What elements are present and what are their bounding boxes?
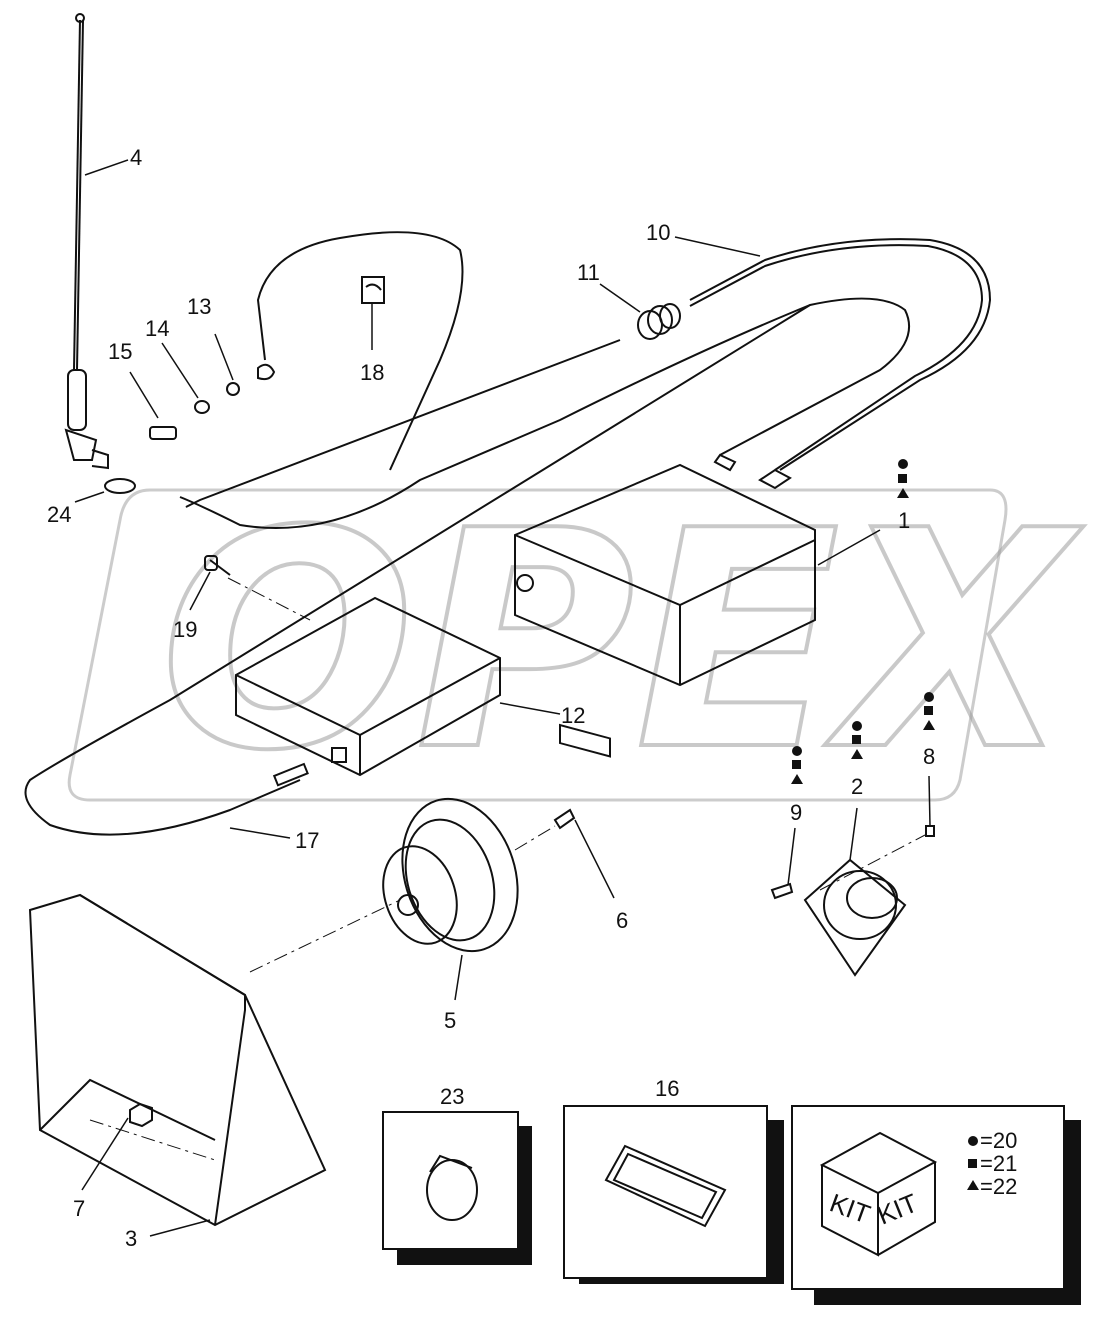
callout-9: 9: [790, 800, 802, 825]
callout-18: 18: [360, 360, 384, 385]
callout-1: 1: [898, 508, 910, 533]
legend-item-21: =21: [980, 1151, 1017, 1176]
speaker-2: [803, 858, 907, 977]
nut-7: [129, 1102, 153, 1128]
legend-item-22: =22: [980, 1174, 1017, 1199]
callout-11: 11: [577, 260, 600, 285]
cable-17: [24, 304, 811, 836]
grommet-11: [637, 303, 681, 340]
watermark: OPEX: [158, 465, 1086, 818]
assembly-lines: [89, 577, 926, 1161]
amplifier-box-12: [235, 596, 501, 777]
callout-24: 24: [47, 502, 71, 527]
callout-13: 13: [187, 294, 211, 319]
bracket-3: [28, 893, 327, 1227]
antenna-cable-10: [689, 238, 992, 471]
callout-7: 7: [73, 1196, 85, 1221]
callout-16: 16: [655, 1076, 679, 1101]
extension-cable: [185, 339, 621, 508]
callout-17: 17: [295, 828, 319, 853]
clip-8: [925, 825, 935, 837]
legend-symbols: [967, 1136, 979, 1190]
watermark-text: OPEX: [160, 467, 1084, 816]
leader-lines: [74, 159, 931, 1237]
clip-18: [361, 276, 385, 304]
kit-markers: [791, 459, 935, 784]
callout-19: 19: [173, 617, 197, 642]
watermark-gear: [67, 488, 1008, 802]
ground-hardware: [149, 363, 276, 440]
callout-14: 14: [145, 316, 169, 341]
callout-5: 5: [444, 1008, 456, 1033]
callout-6: 6: [616, 908, 628, 933]
callout-labels: 1 2 3 4 5 6 7 8 9 10 11 12 13 14 15 16 1…: [47, 145, 935, 1251]
washer-24: [104, 478, 136, 494]
antenna: [64, 13, 109, 470]
screw-9: [770, 882, 794, 900]
callout-23: 23: [440, 1084, 464, 1109]
callout-15: 15: [108, 339, 132, 364]
callout-2: 2: [851, 774, 863, 799]
callout-12: 12: [561, 703, 585, 728]
ground-lead: [256, 231, 464, 471]
legend-item-20: =20: [980, 1128, 1017, 1153]
kit-box-23: [382, 1111, 532, 1265]
kit-box-main: [791, 1105, 1081, 1305]
speaker-5: [382, 797, 519, 953]
callout-4: 4: [130, 145, 142, 170]
radio-unit-1: [514, 463, 816, 758]
kit-box-16: [563, 1105, 784, 1284]
callout-8: 8: [923, 744, 935, 769]
screw-19: [204, 555, 231, 576]
screw-6: [553, 808, 576, 830]
callout-10: 10: [646, 220, 670, 245]
callout-3: 3: [125, 1226, 137, 1251]
